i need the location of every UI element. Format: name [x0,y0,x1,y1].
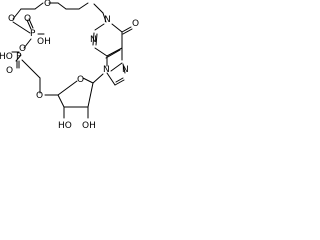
atom-n1: N [104,15,111,25]
atom-o-top-left: O [8,14,15,24]
atom-p-lower: P [16,52,22,62]
atom-ho-sugar-left: HO [58,121,72,131]
atom-labels: O O P O OH O P HO O O N O N N N O HO OH [0,0,139,131]
atom-o-dbl-lower: O [6,66,13,76]
atom-o-bridge: O [19,44,26,54]
atom-o-ring: O [77,75,84,85]
atom-oh-upper: OH [37,37,51,47]
atom-o-top-mid: O [44,0,51,9]
atom-n7: N [122,65,129,75]
atom-oh-sugar-right: OH [82,121,96,131]
atom-p-upper: P [30,29,36,39]
bond-lines [11,2,133,119]
atom-o-dbl-upper: O [24,14,31,24]
atom-n9: N [103,65,110,75]
atom-o-carbonyl: O [132,19,139,29]
atom-ho-lower: HO [0,52,13,62]
molecule-structure: O O P O OH O P HO O O N O N N N O HO OH [0,0,139,131]
atom-o-lower-link: O [36,91,43,101]
atom-n3: N [90,35,97,45]
